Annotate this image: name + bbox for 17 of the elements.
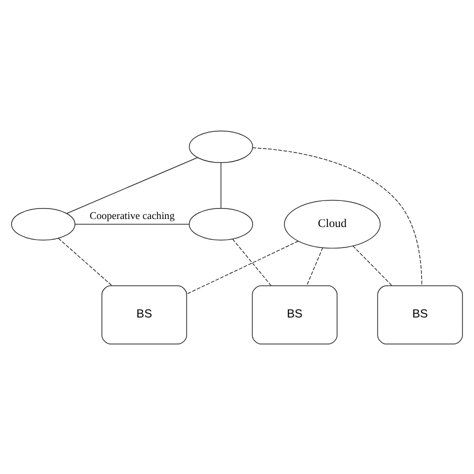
node-ellipse: Cloud — [284, 199, 381, 248]
connector — [352, 245, 392, 286]
node-cloud — [188, 208, 254, 240]
edge-label: Cooperative caching — [90, 210, 175, 222]
connector — [58, 237, 112, 286]
node-box: BS — [102, 284, 188, 344]
node-cloud — [11, 208, 76, 240]
node-box: BS — [252, 284, 338, 344]
connector — [186, 240, 299, 294]
node-cloud — [188, 130, 254, 163]
connector — [232, 238, 272, 286]
connector — [306, 246, 324, 286]
connector — [66, 156, 198, 214]
connector — [252, 146, 422, 286]
connector — [74, 223, 190, 224]
connector — [220, 162, 222, 208]
node-box: BS — [377, 284, 463, 344]
